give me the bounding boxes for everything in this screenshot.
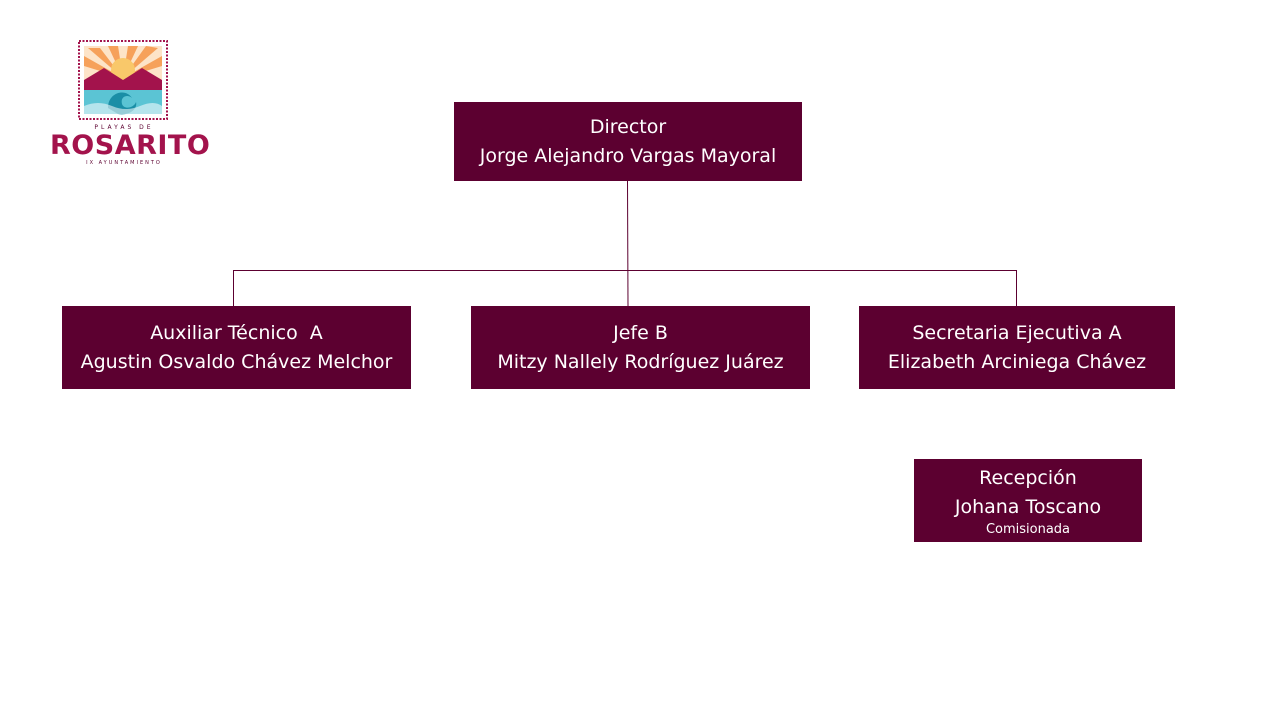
node-role: Director [589, 115, 667, 138]
node-person: Mitzy Nallely Rodríguez Juárez [497, 350, 784, 373]
node-role: Jefe B [613, 321, 668, 344]
node-person: Jorge Alejandro Vargas Mayoral [479, 144, 777, 167]
logo-top-text: PLAYAS DE [94, 124, 154, 131]
connector-director-down [627, 180, 629, 307]
org-node-director: Director Jorge Alejandro Vargas Mayoral [454, 102, 802, 181]
node-person: Elizabeth Arciniega Chávez [887, 350, 1147, 373]
rosarito-logo: PLAYAS DE ROSARITO IX AYUNTAMIENTO [50, 38, 211, 170]
node-role: Auxiliar Técnico A [150, 321, 323, 344]
node-person: Agustin Osvaldo Chávez Melchor [80, 350, 393, 373]
node-role: Secretaria Ejecutiva A [912, 321, 1122, 344]
org-node-secretaria-ejecutiva: Secretaria Ejecutiva A Elizabeth Arcinie… [859, 306, 1175, 389]
node-note: Comisionada [985, 521, 1071, 537]
org-node-auxiliar-tecnico: Auxiliar Técnico A Agustin Osvaldo Cháve… [62, 306, 411, 389]
node-role: Recepción [979, 466, 1077, 489]
logo-main-text: ROSARITO [50, 130, 211, 161]
rosarito-emblem-icon [78, 40, 168, 120]
node-person: Johana Toscano [954, 495, 1102, 518]
logo-bottom-text: IX AYUNTAMIENTO [86, 160, 162, 166]
org-node-recepcion: Recepción Johana Toscano Comisionada [914, 459, 1142, 542]
org-node-jefe-b: Jefe B Mitzy Nallely Rodríguez Juárez [471, 306, 810, 389]
